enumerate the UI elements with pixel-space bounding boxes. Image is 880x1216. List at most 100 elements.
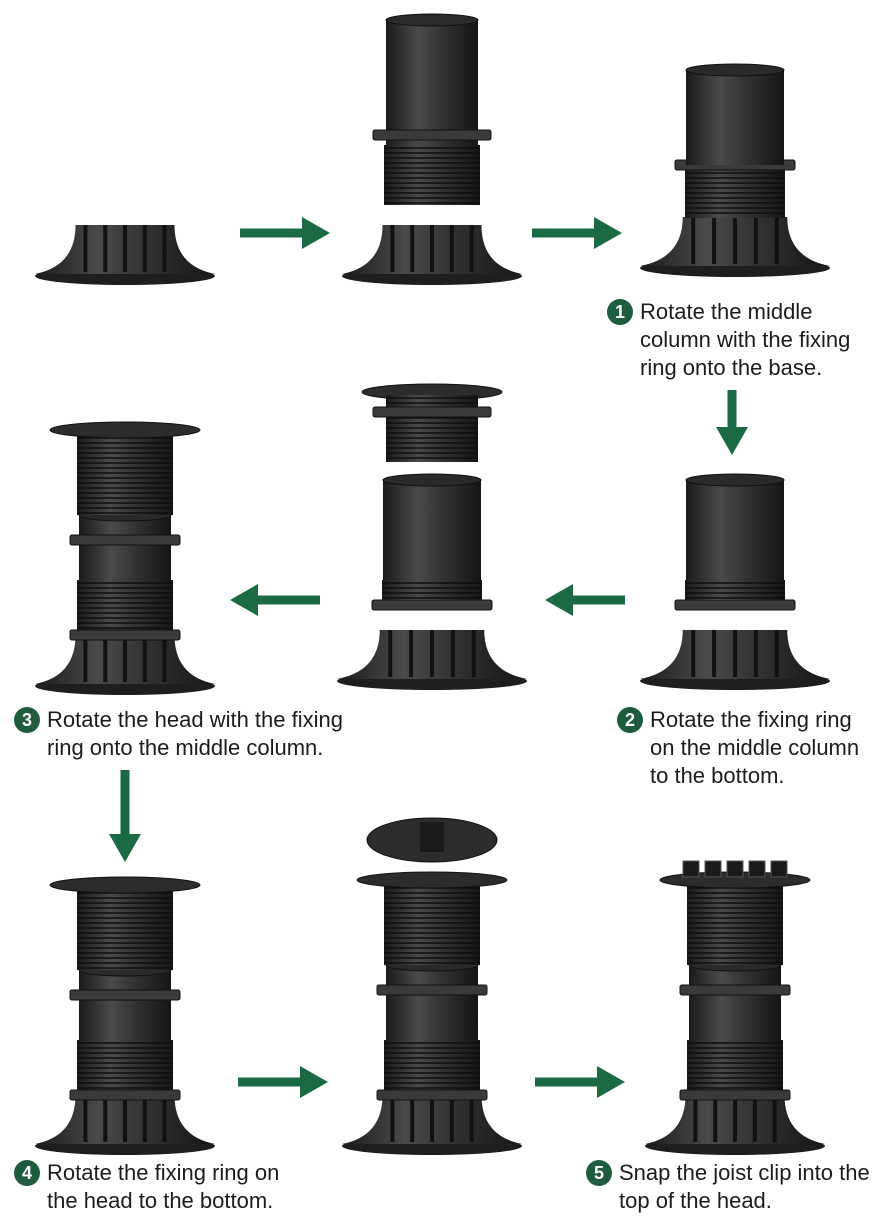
- base-rib: [469, 1095, 474, 1142]
- fixing-ring: [69, 989, 181, 1001]
- middle-column-top: [685, 63, 785, 77]
- step-1-text: Rotate the middle column with the fixing…: [640, 299, 851, 380]
- joist-clip-tab: [770, 860, 788, 878]
- arrow: [545, 584, 625, 616]
- finished-pedestal: [645, 860, 825, 1155]
- step-2: 2 Rotate the fixing ring on the middle c…: [617, 706, 859, 790]
- step-1-badge: 1: [607, 299, 633, 325]
- base-rib: [712, 630, 717, 677]
- arrow-head: [545, 584, 573, 616]
- base-rib: [103, 225, 108, 272]
- threaded-section: [685, 170, 785, 218]
- step-5: 5 Snap the joist clip into the top of th…: [586, 1159, 870, 1215]
- base-rib: [83, 225, 88, 272]
- base-rib: [409, 630, 414, 677]
- arrow-head: [594, 217, 622, 249]
- base-rib: [388, 630, 393, 677]
- base-rib: [774, 217, 779, 264]
- head-plate: [356, 871, 508, 889]
- base-rib: [693, 1095, 698, 1142]
- fixing-ring: [371, 599, 493, 611]
- arrow: [240, 217, 330, 249]
- arrow: [109, 770, 141, 862]
- head-plate: [49, 876, 201, 894]
- base-rib: [752, 1095, 757, 1142]
- base-rib: [691, 630, 696, 677]
- joist-clip-tab: [748, 860, 766, 878]
- step-1: 1 Rotate the middle column with the fixi…: [607, 298, 850, 382]
- base-rib: [123, 635, 127, 682]
- fixing-ring: [69, 1089, 181, 1101]
- fixing-ring: [376, 1089, 488, 1101]
- base-rib: [142, 225, 147, 272]
- base-rib: [450, 630, 455, 677]
- step-3-badge: 3: [14, 707, 40, 733]
- arrow: [238, 1066, 328, 1098]
- base-rib: [142, 1095, 147, 1142]
- base-rib: [142, 635, 147, 682]
- full-assembly: [35, 876, 215, 1155]
- fixing-ring: [376, 984, 488, 996]
- middle-column: [383, 480, 481, 580]
- joist-clip-tab: [682, 860, 700, 878]
- base-rib: [733, 630, 737, 677]
- base-rib: [471, 630, 476, 677]
- step-3: 3 Rotate the head with the fixing ring o…: [14, 706, 343, 762]
- head-over-column: [337, 383, 527, 690]
- base-rib: [430, 225, 434, 272]
- step-2-text: Rotate the fixing ring on the middle col…: [650, 707, 860, 788]
- arrow-head: [230, 584, 258, 616]
- base-rib: [103, 635, 108, 682]
- arrow-head: [302, 217, 330, 249]
- step-5-text: Snap the joist clip into the top of the …: [619, 1160, 870, 1213]
- joist-clip-tab: [726, 860, 744, 878]
- threaded-section: [384, 145, 480, 205]
- base-rib: [410, 1095, 415, 1142]
- threaded-section: [685, 580, 785, 600]
- arrow: [716, 390, 748, 455]
- joist-clip-tab: [704, 860, 722, 878]
- step-3-text: Rotate the head with the fixing ring ont…: [47, 707, 343, 760]
- exploded-column-over-base: [342, 13, 522, 285]
- fixing-ring: [372, 406, 492, 418]
- step-2-badge: 2: [617, 707, 643, 733]
- base-rib: [83, 1095, 88, 1142]
- arrow-head: [300, 1066, 328, 1098]
- middle-column: [686, 70, 784, 165]
- base-rib: [449, 1095, 454, 1142]
- fixing-ring: [69, 534, 181, 546]
- step-5-badge: 5: [586, 1160, 612, 1186]
- arrow-head: [597, 1066, 625, 1098]
- base-rib: [712, 217, 717, 264]
- middle-column: [686, 480, 784, 580]
- base-rib: [691, 217, 696, 264]
- fixing-ring: [679, 1089, 791, 1101]
- base-rib: [774, 630, 779, 677]
- fixing-ring: [674, 599, 796, 611]
- base-rib: [733, 217, 737, 264]
- base-rib: [103, 1095, 108, 1142]
- ring-lowered-assembly: [640, 473, 830, 690]
- arrow-head: [716, 427, 748, 455]
- step-4-text: Rotate the fixing ring on the head to th…: [47, 1160, 280, 1213]
- head-on-column: [35, 421, 215, 695]
- base-rib: [123, 1095, 127, 1142]
- base-rib: [449, 225, 454, 272]
- fixing-ring: [372, 129, 492, 141]
- fixing-ring: [679, 984, 791, 996]
- arrow-head: [109, 834, 141, 862]
- base-rib: [430, 630, 434, 677]
- base-rib: [123, 225, 127, 272]
- step-4: 4 Rotate the fixing ring on the head to …: [14, 1159, 279, 1215]
- base-rib: [430, 1095, 434, 1142]
- base-rib: [390, 225, 395, 272]
- middle-column-top: [382, 473, 482, 487]
- base-rib: [469, 225, 474, 272]
- base-rib: [772, 1095, 777, 1142]
- base-rib: [162, 635, 167, 682]
- middle-column: [386, 20, 478, 150]
- base-rib: [713, 1095, 718, 1142]
- arrow: [532, 217, 622, 249]
- base-rib: [83, 635, 88, 682]
